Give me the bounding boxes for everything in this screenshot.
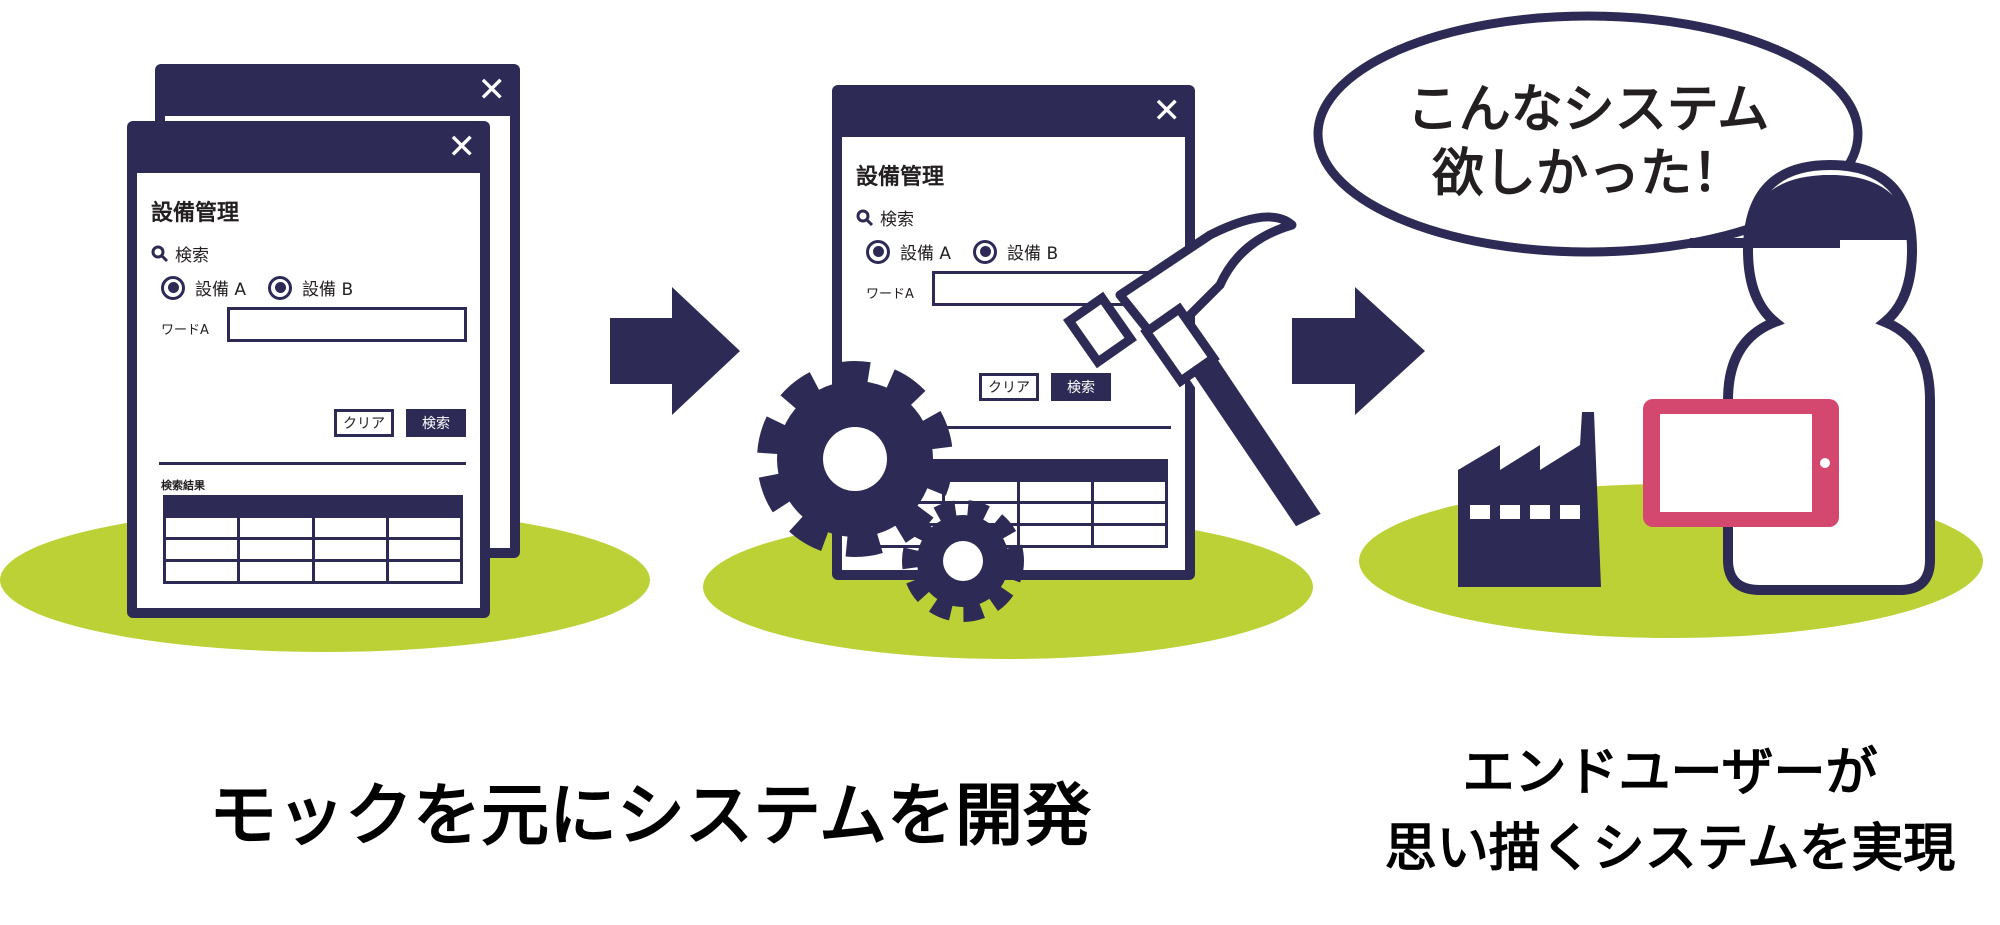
clear-button[interactable]: クリア bbox=[979, 373, 1039, 401]
caption-line: エンドユーザーが bbox=[1462, 743, 1878, 803]
search-icon bbox=[856, 209, 874, 226]
window-title: 設備管理 bbox=[151, 201, 240, 226]
radio-label: 設備 A bbox=[900, 244, 952, 264]
hammer-icon bbox=[1063, 212, 1330, 534]
word-a-label: ワードA bbox=[161, 323, 209, 338]
word-a-input[interactable] bbox=[227, 307, 467, 342]
search-heading: 検索 bbox=[151, 241, 209, 266]
gear-icon-small bbox=[902, 500, 1024, 622]
speech-bubble bbox=[1313, 11, 1863, 257]
results-table bbox=[162, 495, 464, 584]
gear-icon-large bbox=[757, 361, 953, 557]
radio-equipment-b[interactable]: 設備 B bbox=[268, 275, 353, 300]
search-button[interactable]: 検索 bbox=[406, 409, 466, 437]
search-button[interactable]: 検索 bbox=[1051, 373, 1111, 401]
divider bbox=[864, 426, 1171, 429]
window-title: 設備管理 bbox=[856, 165, 945, 190]
divider bbox=[159, 462, 466, 465]
speech-line: 欲しかった！ bbox=[1431, 144, 1744, 204]
factory-icon bbox=[1458, 412, 1601, 587]
clear-button[interactable]: クリア bbox=[334, 409, 394, 437]
search-label: 検索 bbox=[175, 246, 209, 266]
mock-window-front: ✕ 設備管理 検索 設備 A 設備 B ワードA クリア 検索 検索結果 bbox=[127, 121, 490, 618]
radio-label: 設備 A bbox=[195, 280, 247, 300]
arrow-right-icon-2 bbox=[1292, 287, 1425, 415]
radio-equipment-b[interactable]: 設備 B bbox=[973, 239, 1058, 264]
search-icon bbox=[151, 245, 169, 262]
radio-equipment-a[interactable]: 設備 A bbox=[161, 275, 246, 300]
close-icon: ✕ bbox=[1152, 91, 1182, 131]
close-icon: ✕ bbox=[447, 127, 477, 167]
search-label: 検索 bbox=[880, 210, 914, 230]
speech-line: こんなシステム bbox=[1406, 80, 1770, 140]
search-heading: 検索 bbox=[856, 205, 914, 230]
radio-label: 設備 B bbox=[1007, 244, 1059, 264]
speech-bubble-text: こんなシステム 欲しかった！ bbox=[1318, 78, 1858, 206]
radio-equipment-a[interactable]: 設備 A bbox=[866, 239, 951, 264]
radio-label: 設備 B bbox=[302, 280, 354, 300]
close-icon: ✕ bbox=[477, 70, 507, 110]
caption-line: 思い描くシステムを実現 bbox=[1384, 819, 1956, 879]
results-label: 検索結果 bbox=[161, 479, 205, 492]
word-a-label: ワードA bbox=[866, 287, 914, 302]
arrow-right-icon-1 bbox=[610, 287, 740, 415]
tablet-icon bbox=[1643, 399, 1839, 527]
caption-realize: エンドユーザーが 思い描くシステムを実現 bbox=[1340, 735, 2000, 887]
caption-develop: モックを元にシステムを開発 bbox=[209, 777, 1091, 856]
